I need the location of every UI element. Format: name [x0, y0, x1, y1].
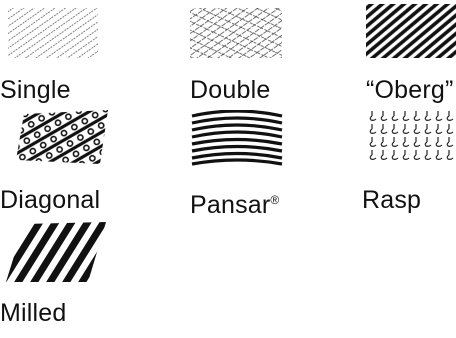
pattern-milled: Milled — [0, 220, 152, 338]
pattern-label: Rasp — [362, 186, 421, 214]
pattern-double: Double — [190, 0, 342, 110]
pattern-label-text: Pansar — [190, 191, 270, 219]
double-cut-file-pattern-icon — [190, 8, 282, 58]
single-cut-file-pattern-icon — [8, 8, 98, 58]
pattern-label: “Oberg” — [366, 76, 454, 104]
pattern-oberg: “Oberg” — [362, 0, 456, 110]
pattern-pansar: Pansar® — [190, 110, 342, 220]
diagonal-cut-file-pattern-icon — [16, 110, 108, 164]
pattern-single: Single — [0, 0, 152, 110]
oberg-cut-file-pattern-icon — [366, 4, 456, 58]
pansar-cut-file-pattern-icon — [190, 110, 284, 166]
pattern-diagonal: Diagonal — [0, 110, 152, 220]
pattern-label: Single — [0, 76, 71, 104]
pattern-label: Milled — [0, 299, 67, 327]
rasp-cut-file-pattern-icon — [368, 110, 454, 162]
pattern-label: Pansar® — [190, 186, 279, 219]
milled-cut-file-pattern-icon — [6, 222, 106, 282]
registered-mark: ® — [270, 193, 279, 207]
pattern-label: Diagonal — [0, 186, 100, 214]
pattern-label: Double — [190, 76, 270, 104]
pattern-rasp: Rasp — [362, 110, 456, 220]
